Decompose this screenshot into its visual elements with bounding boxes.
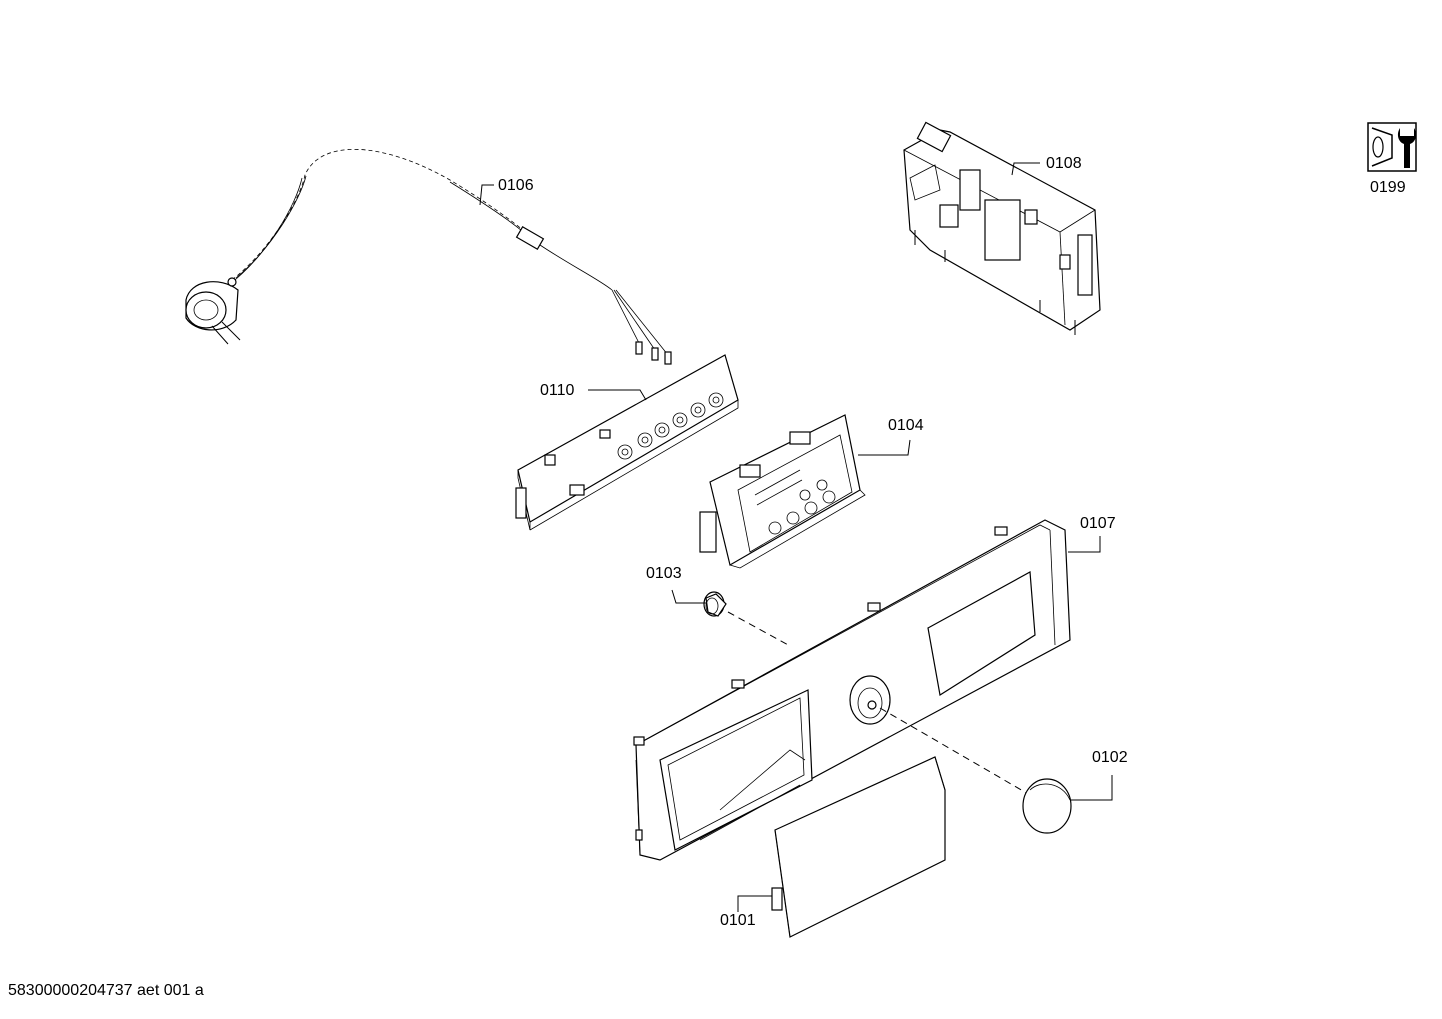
callout-0103: 0103 (646, 565, 682, 582)
callout-0110: 0110 (540, 382, 575, 399)
callout-0108: 0108 (1046, 155, 1082, 172)
drawer-handle-part (771, 756, 946, 938)
circuit-board-part (515, 354, 739, 531)
callout-0107: 0107 (1080, 515, 1116, 532)
control-module-part (903, 121, 1101, 335)
small-button-cap-part (703, 591, 727, 617)
fascia-panel-part (633, 519, 1071, 861)
power-cord-part (185, 148, 672, 365)
callout-0104: 0104 (888, 417, 924, 434)
callout-0101: 0101 (720, 912, 756, 929)
drawing-number: 58300000204737 aet 001 a (8, 982, 204, 999)
knob-cap-part (1022, 778, 1072, 834)
callout-0106: 0106 (498, 177, 534, 194)
service-tools-icon (1367, 122, 1417, 172)
callout-0199: 0199 (1370, 179, 1406, 196)
button-carrier-part (699, 414, 866, 569)
callout-0102: 0102 (1092, 749, 1128, 766)
